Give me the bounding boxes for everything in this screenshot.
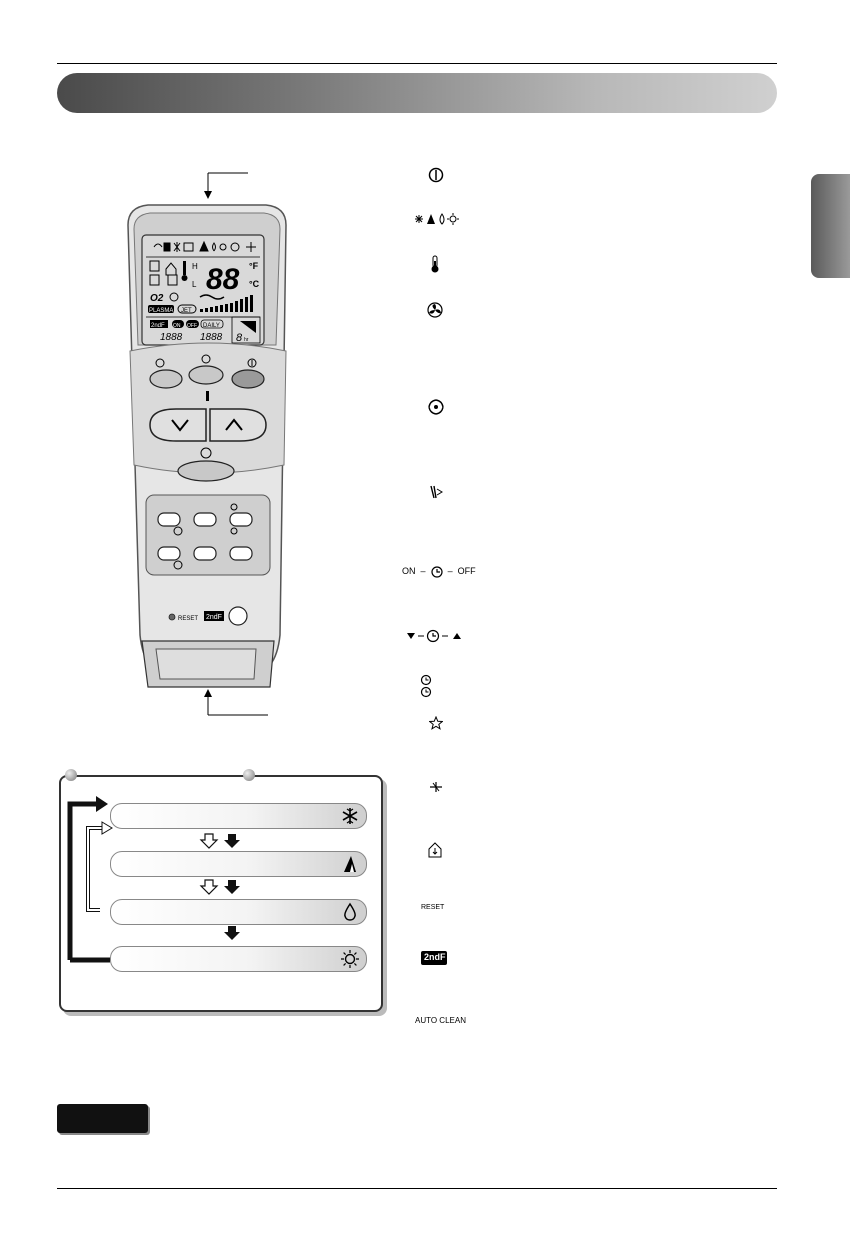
auto-mode-icon bbox=[344, 856, 356, 872]
timer-adjust-icon bbox=[407, 629, 467, 648]
remote-control-illustration: H L 88 °F °C O2 PLASMA JET 2ndF ON OFF D… bbox=[127, 172, 287, 716]
lcd-second-f: 2ndF bbox=[151, 323, 165, 329]
lcd-on: ON bbox=[173, 323, 181, 329]
jet-button bbox=[157, 546, 181, 561]
down-arrows bbox=[199, 833, 240, 940]
drop-icon bbox=[344, 902, 356, 921]
reset-hole bbox=[168, 613, 176, 621]
box-bullet-left bbox=[65, 769, 77, 781]
mode-auto bbox=[110, 851, 367, 877]
reset-legend-label: RESET bbox=[421, 904, 445, 911]
fan-icon bbox=[427, 302, 443, 323]
lcd-off: OFF bbox=[187, 323, 197, 329]
lcd-unit-c: °C bbox=[249, 279, 260, 289]
section-title-bar bbox=[57, 73, 777, 113]
temp-down-button bbox=[149, 408, 207, 442]
mode-flow-arrows bbox=[67, 796, 240, 963]
lcd-daily: DAILY bbox=[203, 323, 220, 329]
mode-button bbox=[157, 512, 181, 527]
lcd-hour-unit: hr bbox=[244, 337, 249, 343]
swing-icon bbox=[427, 398, 445, 421]
mode-cooling bbox=[110, 803, 367, 829]
remote-reset-label: RESET bbox=[178, 616, 198, 622]
legend-off-text: OFF bbox=[457, 566, 476, 576]
cancel-button bbox=[229, 546, 253, 561]
mode-heating bbox=[110, 946, 367, 972]
mode-icons bbox=[413, 212, 471, 231]
jet-icon bbox=[429, 780, 443, 799]
second-f-badge-text: 2ndF bbox=[424, 952, 446, 962]
lcd-top-icons bbox=[153, 240, 256, 252]
air-direction-icon bbox=[428, 484, 444, 505]
lower-button-panel bbox=[145, 494, 271, 576]
timer-button bbox=[229, 512, 253, 527]
second-f-badge: 2ndF bbox=[421, 951, 447, 965]
sun-icon bbox=[341, 950, 359, 968]
lcd-jet: JET bbox=[181, 308, 192, 314]
second-f-button bbox=[228, 606, 248, 626]
thermometer-icon bbox=[430, 255, 440, 278]
chapter-tab bbox=[811, 174, 850, 278]
clock-icons bbox=[420, 674, 432, 703]
lcd-unit-f: °F bbox=[249, 261, 259, 271]
mode-dry bbox=[110, 899, 367, 925]
lcd-hour-digit: 8 bbox=[236, 332, 243, 344]
on-timer-off-label: ON – – OFF bbox=[402, 566, 476, 578]
bottom-rule bbox=[57, 1188, 777, 1189]
fan-speed-button bbox=[177, 460, 235, 482]
lcd-temp-low: L bbox=[192, 280, 197, 289]
power-button bbox=[231, 369, 265, 389]
lcd-timer-left: 1888 bbox=[160, 332, 183, 343]
lcd-temp-high: H bbox=[192, 262, 198, 271]
note-badge bbox=[57, 1104, 148, 1133]
box-bullet-right bbox=[243, 769, 255, 781]
lcd-fan-speed-bars bbox=[200, 295, 253, 312]
air-direction-button bbox=[188, 365, 224, 385]
lcd-o2: O2 bbox=[150, 293, 164, 304]
auto-clean-label: AUTO CLEAN bbox=[415, 1016, 466, 1025]
snowflake-icon bbox=[342, 808, 358, 824]
star-icon bbox=[428, 715, 444, 735]
lcd-temperature-digits: 88 bbox=[206, 263, 240, 296]
legend-on-text: ON bbox=[402, 566, 416, 576]
lcd-timer-right: 1888 bbox=[200, 332, 223, 343]
sleep-button bbox=[193, 512, 217, 527]
health-button bbox=[193, 546, 217, 561]
top-rule bbox=[57, 63, 777, 64]
home-icon bbox=[428, 842, 442, 863]
remote-second-f-label: 2ndF bbox=[206, 614, 222, 621]
power-icon bbox=[428, 167, 444, 188]
swing-button bbox=[149, 369, 183, 389]
lcd-plasma: PLASMA bbox=[149, 308, 173, 314]
